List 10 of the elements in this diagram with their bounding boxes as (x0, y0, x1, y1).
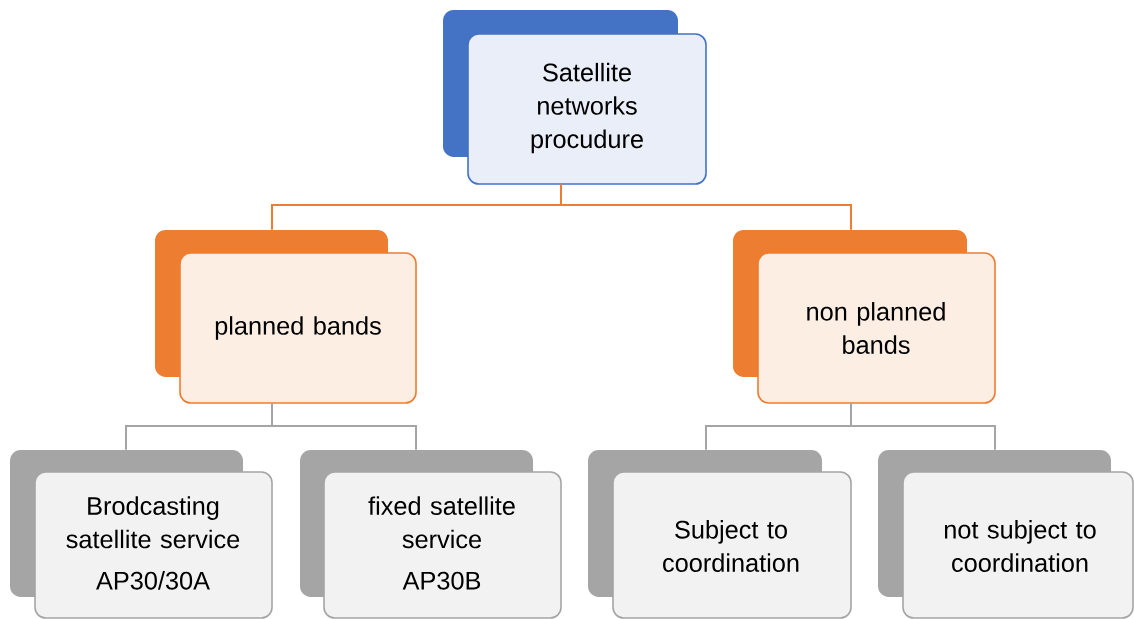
org-box: not subject to coordination (878, 450, 1134, 619)
connector (271, 402, 417, 451)
org-box: Satellite networks procudure (443, 10, 707, 185)
connector (560, 183, 852, 231)
org-box: Subject to coordination (588, 450, 852, 619)
org-box: planned bands (155, 230, 417, 404)
org-box: fixed satellite service AP30B (300, 450, 562, 619)
connector (850, 402, 996, 451)
org-box: non planned bands (733, 230, 996, 404)
org-box: Brodcasting satellite service AP30/30A (10, 450, 273, 619)
